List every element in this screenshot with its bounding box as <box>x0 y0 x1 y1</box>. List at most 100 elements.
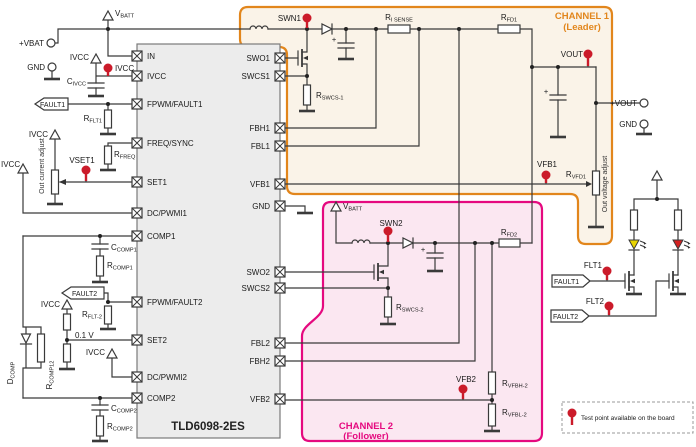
svg-text:CCOMP1: CCOMP1 <box>111 243 137 254</box>
svg-text:VSET1: VSET1 <box>69 156 95 165</box>
svg-text:FLT1: FLT1 <box>584 261 603 270</box>
ic-part-number: TLD6098-2ES <box>171 421 245 433</box>
supply-arrows: VBATT IVCC IVCC IVCC IVCC IVCC VBATT <box>1 9 664 359</box>
channel1-subtitle: (Leader) <box>563 22 600 33</box>
channel1-title: CHANNEL 1 <box>555 11 610 22</box>
resistor-r-comp12: RCOMP12 <box>36 333 56 390</box>
svg-text:CIVCC: CIVCC <box>67 77 86 88</box>
fault1-input-flag: FAULT1 <box>551 274 591 288</box>
legend-test-point-icon <box>567 408 577 425</box>
svg-text:FBH1: FBH1 <box>250 124 271 133</box>
svg-text:VBATT: VBATT <box>115 9 135 20</box>
svg-text:VBATT: VBATT <box>343 202 363 213</box>
test-point-flt1: FLT1 <box>584 261 612 280</box>
pin-set1: SET1 <box>131 176 168 188</box>
capacitor-c-ivcc: CIVCC <box>67 77 86 88</box>
out-voltage-adjust-label: Out voltage adjust <box>602 156 609 212</box>
resistor-r-comp2: RCOMP2 <box>95 415 133 437</box>
vbatt-arrow-icon: VBATT <box>101 9 135 21</box>
svg-text:FBL2: FBL2 <box>251 339 271 348</box>
pin-freq-sync: FREQ/SYNC <box>131 137 194 149</box>
svg-text:SWCS2: SWCS2 <box>242 284 271 293</box>
svg-text:FAULT2: FAULT2 <box>553 314 578 321</box>
vbatt-arrow-icon: VBATT <box>329 200 363 213</box>
resistor-r-swcs2: RSWCS-2 <box>383 296 424 318</box>
capacitor-ch2: + <box>421 247 425 254</box>
svg-text:IVCC: IVCC <box>115 64 134 73</box>
pin-in: IN <box>131 50 155 62</box>
svg-text:RCOMP12: RCOMP12 <box>45 361 56 390</box>
terminals: +VBAT GND +VOUT GND <box>19 38 649 129</box>
ground-symbols <box>44 57 686 443</box>
svg-text:VOUT: VOUT <box>561 50 583 59</box>
svg-text:RFLT-2: RFLT-2 <box>82 310 102 321</box>
test-point-vfb2: VFB2 <box>456 375 477 399</box>
svg-text:RFD2: RFD2 <box>501 228 517 239</box>
signal-flags: FAULT1 FAULT2 FAULT1 FAULT2 <box>33 97 591 323</box>
svg-text:FAULT1: FAULT1 <box>40 102 65 109</box>
pin-fbh2: FBH2 <box>250 355 286 367</box>
pin-fbh1: FBH1 <box>250 122 286 134</box>
svg-text:IVCC: IVCC <box>41 300 60 309</box>
mosfet-ch2 <box>373 263 384 281</box>
resistor-r-flt1: RFLT1 <box>84 109 113 129</box>
svg-text:RVFBL-2: RVFBL-2 <box>502 408 527 419</box>
ivcc-arrow-icon: IVCC <box>41 298 74 310</box>
ivcc-arrow-icon: IVCC <box>86 347 119 359</box>
zener-d-comp: DCOMP <box>6 333 33 384</box>
svg-text:RFLT1: RFLT1 <box>84 114 102 125</box>
svg-text:RSWCS-1: RSWCS-1 <box>316 91 344 102</box>
legend-text: Test point available on the board <box>581 415 675 422</box>
test-point-vfb1: VFB1 <box>537 160 558 183</box>
mosfet-led1 <box>624 271 635 291</box>
diode-ch2 <box>402 237 415 249</box>
svg-text:SWN2: SWN2 <box>379 219 403 228</box>
set2-divider: 0.1 V <box>62 313 94 363</box>
svg-text:COMP2: COMP2 <box>147 394 176 403</box>
svg-text:FLT2: FLT2 <box>586 297 605 306</box>
mosfet-led2 <box>668 271 679 291</box>
test-point-swn2: SWN2 <box>379 219 403 242</box>
svg-text:VFB2: VFB2 <box>456 375 477 384</box>
terminal-vbat: +VBAT <box>19 38 56 48</box>
svg-text:RCOMP1: RCOMP1 <box>107 261 133 272</box>
test-point-ivcc: IVCC <box>103 63 134 76</box>
svg-text:IVCC: IVCC <box>1 160 20 169</box>
test-point-swn1: SWN1 <box>278 13 312 28</box>
pin-gnd: GND <box>252 200 286 212</box>
fault1-output-flag: FAULT1 <box>33 97 69 111</box>
svg-text:RVFBH-2: RVFBH-2 <box>502 379 528 390</box>
channel2-region: CHANNEL 2 (Follower) <box>300 200 544 443</box>
svg-text:GND: GND <box>619 120 637 129</box>
legend: Test point available on the board <box>561 401 694 434</box>
svg-text:FPWM/FAULT2: FPWM/FAULT2 <box>147 298 203 307</box>
capacitor-vout: + <box>544 89 548 96</box>
test-points: IVCC VSET1 SWN1 VOUT VFB1 SWN2 VFB2 FLT1… <box>69 13 614 399</box>
capacitor-ch1-input: + <box>332 37 336 44</box>
components: CIVCC RFLT1 RFREQ CCOMP1 RCOMP1 DCOMP RC… <box>6 13 691 437</box>
svg-text:SWO2: SWO2 <box>246 268 270 277</box>
ivcc-arrow-icon: IVCC <box>1 160 30 174</box>
svg-text:RFREQ: RFREQ <box>114 150 136 161</box>
test-point-vout: VOUT <box>561 49 593 66</box>
pin-dc-pwmi2: DC/PWMI2 <box>131 371 188 383</box>
svg-text:FAULT1: FAULT1 <box>554 279 579 286</box>
svg-text:IVCC: IVCC <box>147 72 166 81</box>
svg-text:FBL1: FBL1 <box>251 142 271 151</box>
resistor-r-vfbh2: RVFBH-2 <box>487 371 528 395</box>
resistor-r-fd1: RFD1 <box>497 13 521 34</box>
pin-fbl2: FBL2 <box>251 337 286 349</box>
svg-text:+: + <box>332 37 336 44</box>
fault2-input-flag: FAULT2 <box>550 309 590 323</box>
annotations: Out current adjust Out voltage adjust <box>39 138 609 212</box>
wires <box>22 19 679 441</box>
svg-text:SWN1: SWN1 <box>278 14 302 23</box>
svg-text:RFD1: RFD1 <box>501 13 517 24</box>
svg-text:VFB1: VFB1 <box>537 160 558 169</box>
svg-text:RVFD1: RVFD1 <box>566 170 586 181</box>
resistor-r-fd2: RFD2 <box>498 228 521 248</box>
channel2-title: CHANNEL 2 <box>339 421 393 432</box>
channel2-subtitle: (Follower) <box>343 431 388 442</box>
potentiometer-current-adjust <box>50 169 66 195</box>
